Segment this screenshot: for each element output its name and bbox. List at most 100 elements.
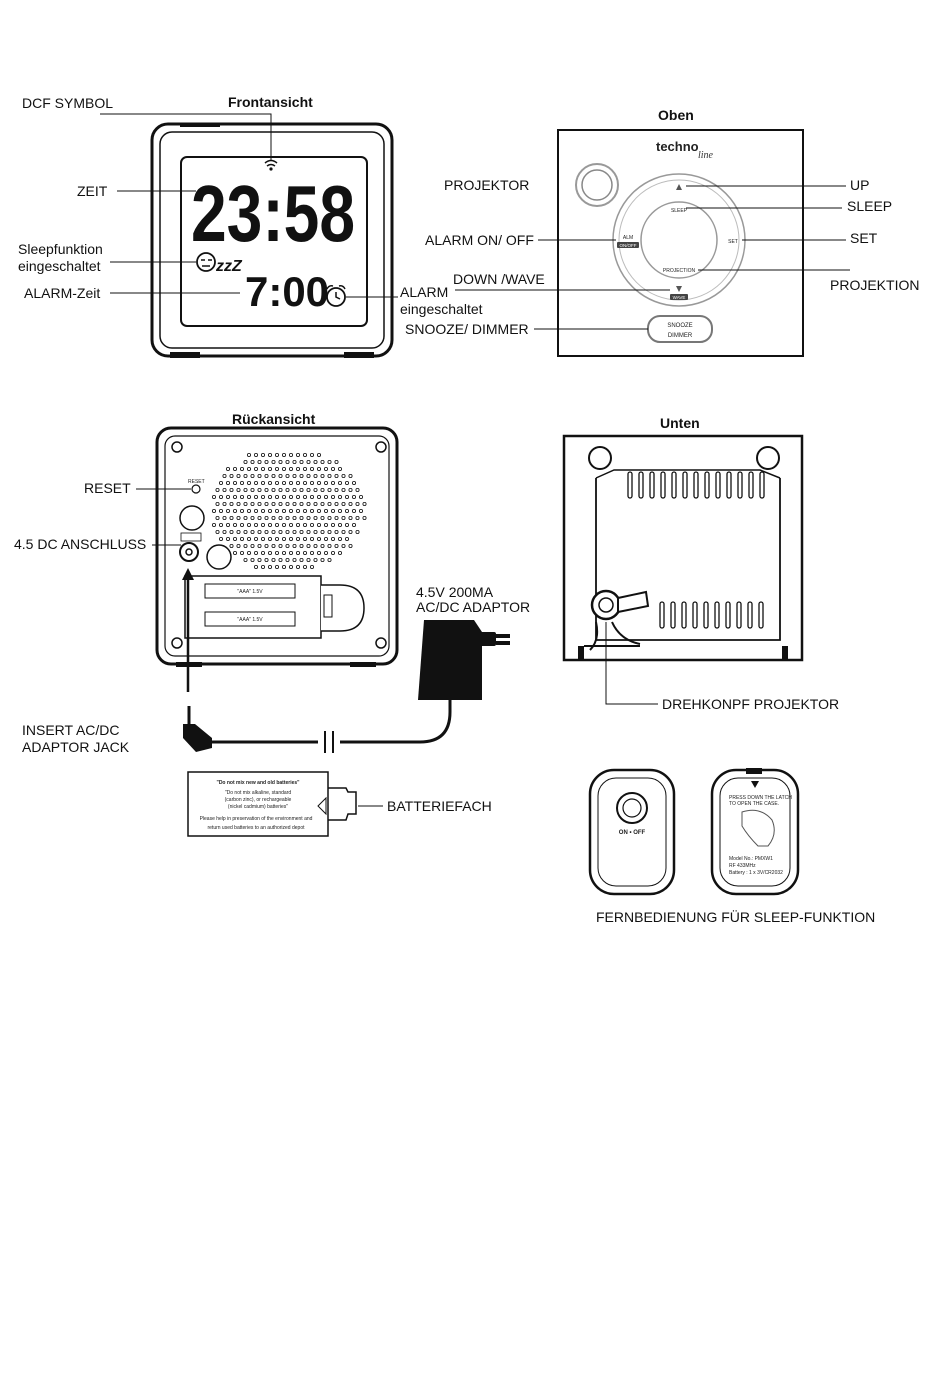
btn-set-print[interactable]: SET — [728, 239, 738, 245]
btn-projection-print[interactable]: PROJECTION — [663, 268, 696, 274]
adaptor-jack-plug — [183, 724, 212, 752]
projector-knob-lever[interactable] — [617, 590, 650, 614]
down-arrow-icon[interactable] — [676, 286, 682, 292]
adaptor-prong-1 — [496, 634, 510, 638]
speaker-hole — [236, 530, 241, 535]
speaker-hole — [267, 480, 272, 485]
speaker-hole — [306, 530, 311, 535]
speaker-hole — [253, 452, 258, 457]
speaker-hole — [246, 480, 251, 485]
speaker-hole — [348, 501, 353, 506]
speaker-hole — [302, 480, 307, 485]
btn-alm-print[interactable]: ALM — [623, 235, 633, 241]
speaker-hole — [218, 494, 223, 499]
vent-slot — [681, 601, 687, 629]
front-foot-left — [170, 352, 200, 358]
battery-compartment[interactable] — [184, 575, 322, 639]
lcd-display — [180, 156, 368, 327]
up-arrow-icon[interactable] — [676, 184, 682, 190]
speaker-hole — [264, 487, 269, 492]
btn-wave-badge[interactable] — [670, 294, 688, 300]
speaker-hole — [295, 508, 300, 513]
btn-wave-print[interactable]: WAVE — [673, 295, 686, 300]
vent-slot — [692, 601, 698, 629]
speaker-hole — [348, 530, 353, 535]
speaker-hole — [299, 459, 304, 464]
speaker-hole — [285, 530, 290, 535]
remote-latch[interactable] — [746, 768, 762, 774]
speaker-hole — [246, 551, 251, 556]
speaker-hole — [229, 530, 234, 535]
speaker-hole — [295, 452, 300, 457]
btn-snooze-print[interactable]: SNOOZE — [667, 323, 692, 329]
jack-label-line1: INSERT AC/DC — [22, 722, 120, 738]
btn-onoff-print[interactable]: ON/OFF — [620, 243, 637, 248]
speaker-hole — [281, 565, 286, 570]
speaker-hole — [260, 452, 265, 457]
center-button[interactable] — [640, 201, 718, 279]
speaker-hole — [313, 501, 318, 506]
speaker-hole — [341, 544, 346, 549]
dc-jack-socket[interactable] — [179, 542, 199, 562]
adaptor-cable-right — [340, 700, 452, 744]
speaker-hole — [211, 494, 216, 499]
speaker-hole — [232, 480, 237, 485]
speaker-hole — [351, 508, 356, 513]
speaker-hole — [215, 501, 220, 506]
speaker-hole — [285, 501, 290, 506]
speaker-hole — [334, 530, 339, 535]
vent-slot — [659, 601, 665, 629]
speaker-hole — [292, 473, 297, 478]
battery-latch[interactable] — [321, 584, 365, 632]
reset-button[interactable] — [191, 484, 201, 494]
front-bezel — [159, 131, 385, 349]
speaker-hole — [285, 558, 290, 563]
speaker-hole — [351, 494, 356, 499]
speaker-hole — [267, 508, 272, 513]
speaker-hole — [285, 473, 290, 478]
speaker-hole — [229, 487, 234, 492]
sleep-face-icon — [196, 252, 216, 272]
bottom-view: Unten DREHKONPF PROJEKTOR — [562, 415, 839, 712]
speaker-hole — [358, 494, 363, 499]
btn-sleep-print[interactable]: SLEEP — [671, 208, 688, 214]
speaker-hole — [267, 537, 272, 542]
alarm-onoff-label: ALARM ON/ OFF — [425, 232, 534, 248]
speaker-hole — [292, 459, 297, 464]
speaker-hole — [271, 459, 276, 464]
remote-latch-text-1: PRESS DOWN THE LATCH — [729, 795, 792, 801]
speaker-hole — [260, 565, 265, 570]
speaker-hole — [309, 466, 314, 471]
speaker-hole — [271, 516, 276, 521]
speaker-hole — [302, 551, 307, 556]
btn-dimmer-print[interactable]: DIMMER — [668, 333, 693, 339]
projector-knob[interactable] — [590, 589, 622, 621]
speaker-hole — [316, 551, 321, 556]
down-wave-label: DOWN /WAVE — [453, 271, 545, 287]
alarm-clock-icon — [326, 285, 346, 307]
top-view: Oben techno line SLEEP SET ALM ON/OFF PR… — [405, 107, 919, 357]
dcf-signal-icon — [264, 159, 278, 171]
remote-onoff-inner — [622, 798, 642, 818]
speaker-hole — [218, 523, 223, 528]
speaker-hole — [257, 487, 262, 492]
speaker-hole — [215, 530, 220, 535]
btn-onoff-badge[interactable] — [617, 242, 639, 248]
speaker-hole — [260, 480, 265, 485]
speaker-hole — [271, 544, 276, 549]
speaker-hole — [316, 480, 321, 485]
battery-note-3: (carbon zinc), or rechargeable — [225, 797, 292, 803]
speaker-hole — [341, 530, 346, 535]
speaker-hole — [292, 487, 297, 492]
speaker-hole — [299, 473, 304, 478]
remote-views: ON • OFF PRESS DOWN THE LATCH TO OPEN TH… — [588, 768, 875, 925]
battery-note-1: "Do not mix new and old batteries" — [216, 780, 300, 786]
front-view: Frontansicht 23:58 7:00 zzZ — [18, 94, 483, 358]
back-round-cover — [179, 505, 205, 531]
speaker-hole — [243, 558, 248, 563]
speaker-hole — [215, 516, 220, 521]
speaker-hole — [299, 558, 304, 563]
speaker-hole — [257, 558, 262, 563]
speaker-hole — [260, 551, 265, 556]
remote-onoff-button[interactable] — [616, 792, 648, 824]
